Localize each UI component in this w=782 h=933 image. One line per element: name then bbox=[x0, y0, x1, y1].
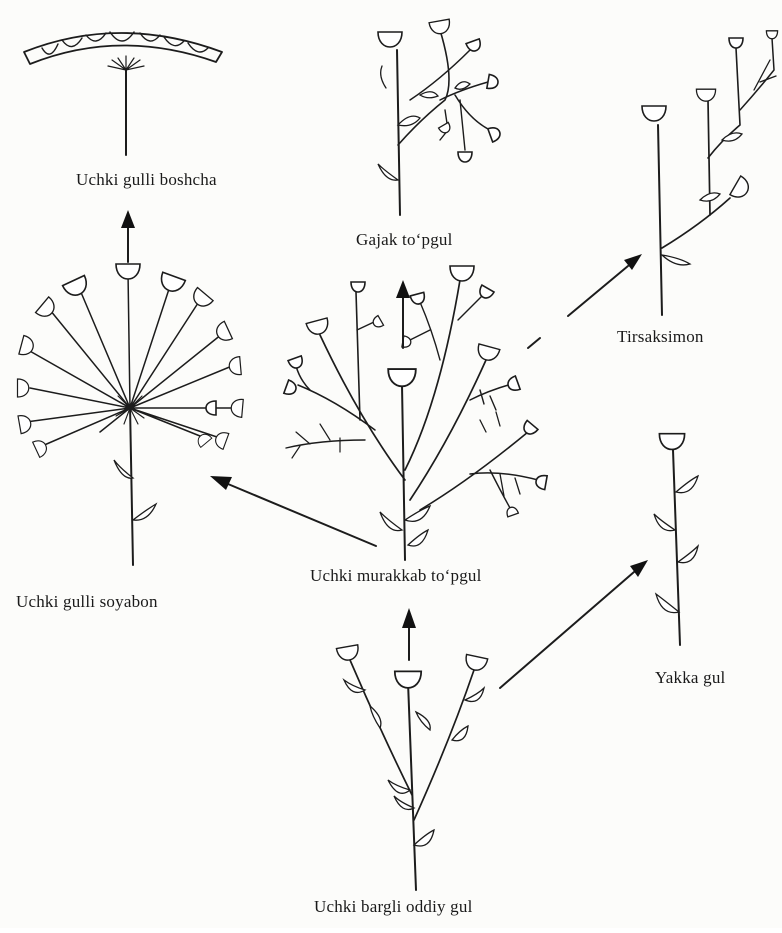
simple-main-stem bbox=[408, 682, 416, 890]
arrow-to-single bbox=[500, 560, 648, 688]
head-involucre bbox=[108, 56, 144, 70]
label-compound: Uchki murakkab to‘pgul bbox=[310, 566, 482, 586]
simple-inflorescence bbox=[336, 645, 487, 890]
raceme-main-stem bbox=[397, 50, 400, 215]
label-simple: Uchki bargli oddiy gul bbox=[314, 897, 473, 917]
scorpioid-main-stem bbox=[658, 125, 662, 315]
umbel-inflorescence bbox=[18, 264, 244, 565]
label-scorpioid: Tirsaksimon bbox=[617, 327, 704, 347]
single-flower-stem bbox=[673, 450, 680, 645]
label-single-flower: Yakka gul bbox=[655, 668, 725, 688]
compound-inflorescence bbox=[284, 266, 547, 560]
umbel-main-stem bbox=[130, 405, 133, 565]
raceme-inflorescence bbox=[378, 19, 502, 215]
head-inflorescence bbox=[24, 32, 222, 155]
scorpioid-inflorescence bbox=[642, 31, 778, 315]
arrow-to-compound bbox=[402, 608, 416, 660]
label-raceme: Gajak to‘pgul bbox=[356, 230, 453, 250]
label-umbel: Uchki gulli soyabon bbox=[16, 592, 158, 612]
head-florets bbox=[42, 32, 208, 54]
compound-main-stem bbox=[402, 385, 405, 560]
arrow-to-head bbox=[121, 210, 135, 262]
label-head: Uchki gulli boshcha bbox=[76, 170, 217, 190]
arrow-to-umbel bbox=[210, 476, 376, 546]
single-flower bbox=[654, 434, 698, 645]
